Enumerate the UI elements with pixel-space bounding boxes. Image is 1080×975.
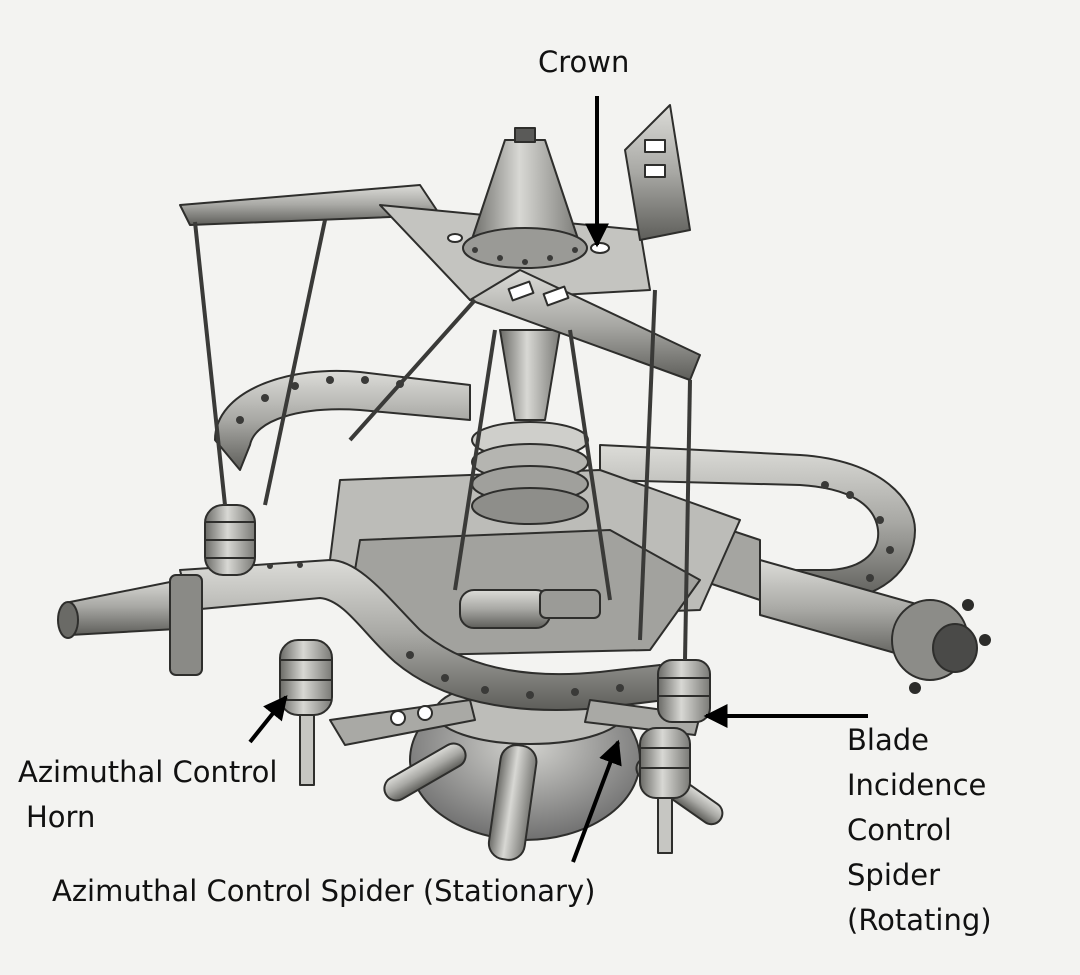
bellow-left-lower bbox=[279, 639, 333, 786]
bellow-left-upper bbox=[204, 504, 256, 576]
stationary-spider-arms bbox=[329, 699, 701, 746]
azimuthal-spider-label: Azimuthal Control Spider (Stationary) bbox=[52, 874, 596, 908]
crown-label: Crown bbox=[538, 45, 630, 79]
push-rods bbox=[193, 219, 692, 661]
right-ring-and-arm bbox=[599, 444, 991, 694]
azimuthal-horn-label: Azimuthal Control Horn bbox=[18, 755, 278, 834]
central-platform bbox=[329, 469, 741, 656]
blade-spider-label: Blade Incidence Control Spider (Rotating… bbox=[847, 723, 992, 937]
central-shaft bbox=[471, 329, 589, 525]
upper-spider bbox=[179, 104, 701, 381]
bellow-right-front bbox=[639, 659, 711, 854]
azimuthal-horn-arrow bbox=[248, 695, 288, 744]
crown-cone bbox=[447, 127, 610, 269]
azimuthal-spider-arrow bbox=[571, 739, 622, 863]
front-horseshoe bbox=[57, 559, 666, 711]
rotor-hub-illustration bbox=[57, 104, 991, 861]
rear-ring-left bbox=[214, 369, 471, 471]
